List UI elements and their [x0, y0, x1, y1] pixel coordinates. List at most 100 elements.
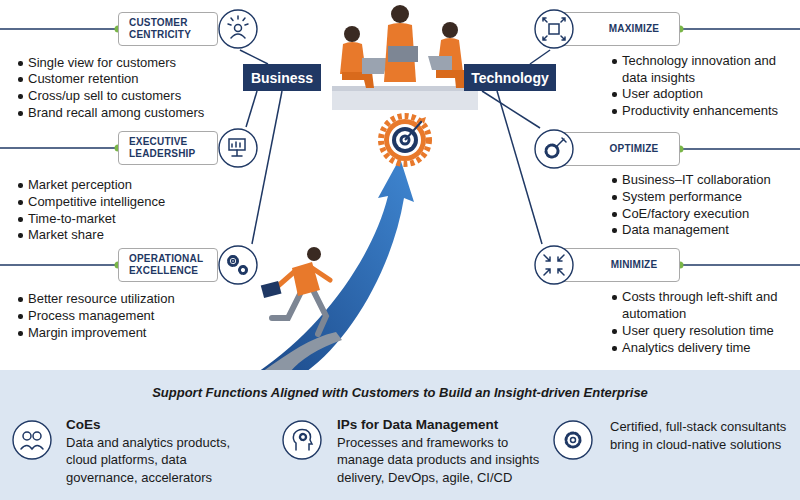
icon-glyph — [544, 255, 564, 275]
bullet-item: Competitive intelligence — [28, 194, 165, 211]
runner-figure — [261, 247, 330, 334]
team-illustration — [436, 70, 466, 88]
target-icon — [384, 119, 426, 161]
bullet-item: Margin improvement — [28, 325, 147, 342]
node-text: Technology — [471, 70, 549, 86]
icon-glyph — [543, 18, 565, 40]
target-icon — [405, 121, 422, 140]
bullet-item: Costs through left-shift and automation — [622, 289, 800, 322]
team-illustration — [388, 46, 418, 62]
label-frame: EXECUTIVE LEADERSHIP — [118, 131, 218, 165]
icon-circle — [535, 130, 573, 168]
target-icon — [420, 117, 426, 124]
bullet-item: Business–IT collaboration — [622, 172, 771, 189]
growth-arrow — [262, 332, 342, 372]
leader-line — [0, 264, 118, 266]
connector-line — [252, 91, 282, 244]
node-text: Support Functions Aligned with Customers… — [0, 385, 800, 400]
runner-figure — [292, 262, 320, 296]
support-item: IPs for Data ManagementProcesses and fra… — [337, 416, 552, 486]
icon-glyph — [23, 432, 31, 440]
target-icon — [381, 116, 429, 164]
team-illustration — [391, 5, 409, 23]
connector-line — [240, 50, 268, 64]
icon-glyph — [232, 142, 242, 156]
icon-circle — [535, 10, 573, 48]
bullet-item: Market perception — [28, 177, 132, 194]
connector-line — [497, 91, 542, 244]
target-icon — [381, 116, 429, 164]
icon-glyph — [556, 138, 566, 147]
runner-figure — [314, 292, 326, 334]
icon-glyph — [240, 267, 247, 274]
node-text: Data and analytics products, cloud platf… — [66, 434, 256, 487]
bullet-item: Productivity enhancements — [622, 103, 778, 120]
runner-figure — [312, 268, 330, 280]
bullet-item: Single view for customers — [28, 55, 176, 72]
team-illustration — [332, 5, 478, 110]
node-text: OPTIMIZE — [610, 143, 659, 155]
icon-circle — [13, 10, 592, 459]
runner-figure — [261, 281, 282, 298]
leader-line — [680, 264, 800, 266]
bullet-item: Market share — [28, 227, 104, 244]
leader-line — [0, 147, 118, 149]
bullet-item: Process management — [28, 308, 154, 325]
support-item: Certified, full-stack consultants bring … — [610, 418, 800, 453]
icon-circle — [535, 246, 573, 284]
bullet-item: Cross/up sell to customers — [28, 88, 181, 105]
icon-glyph — [235, 25, 242, 32]
node-text: CoEs — [66, 416, 256, 434]
icon-glyph — [549, 24, 559, 34]
bullet-item: Data management — [622, 222, 729, 239]
node-text: MINIMIZE — [611, 259, 658, 271]
bullet-item: Better resource utilization — [28, 291, 175, 308]
icon-circle — [283, 421, 321, 459]
leader-dot — [115, 26, 684, 269]
growth-arrow — [258, 158, 414, 372]
node-text: OPERATIONAL EXCELLENCE — [129, 253, 207, 277]
icon-circle — [219, 246, 257, 284]
icon-circle — [219, 129, 257, 167]
icon-glyph — [228, 16, 248, 25]
growth-arrow — [258, 158, 414, 372]
runner-figure — [272, 294, 300, 318]
icon-glyph — [21, 16, 580, 450]
bullet-item: Analytics delivery time — [622, 340, 751, 357]
node-text: IPs for Data Management — [337, 416, 552, 434]
team-illustration — [342, 72, 374, 88]
team-illustration — [428, 56, 452, 70]
label-frame: OPERATIONAL EXCELLENCE — [118, 248, 218, 282]
bullet-item: Technology innovation and data insights — [622, 53, 794, 86]
bullet-item: Time-to-market — [28, 211, 116, 228]
icon-glyph — [293, 430, 312, 451]
icon-glyph — [300, 434, 306, 440]
bullet-item: Customer retention — [28, 71, 139, 88]
icon-glyph — [21, 446, 43, 450]
node-text: Certified, full-stack consultants bring … — [610, 418, 800, 453]
icon-circle — [13, 421, 51, 459]
team-illustration — [344, 26, 360, 42]
node-text: Processes and frameworks to manage data … — [337, 434, 552, 487]
label-frame: CUSTOMER CENTRICITY — [118, 12, 218, 46]
icon-glyph — [566, 433, 580, 447]
connector-line — [246, 91, 257, 127]
pillar-tag: Business — [243, 64, 321, 91]
node-text: Business — [251, 70, 313, 86]
icon-glyph — [571, 438, 576, 443]
connector-line — [530, 50, 550, 64]
bullet-item: Brand recall among customers — [28, 105, 204, 122]
pillar-tag: Technology — [464, 64, 556, 91]
runner-figure — [307, 247, 321, 261]
runner-figure — [278, 272, 294, 286]
node-text: CUSTOMER CENTRICITY — [129, 17, 207, 41]
leader-line — [0, 28, 118, 30]
icon-circle — [219, 10, 257, 48]
bullet-item: System performance — [622, 189, 742, 206]
icon-glyph — [232, 260, 235, 263]
team-illustration — [362, 58, 388, 74]
node-text: MAXIMIZE — [609, 23, 660, 35]
